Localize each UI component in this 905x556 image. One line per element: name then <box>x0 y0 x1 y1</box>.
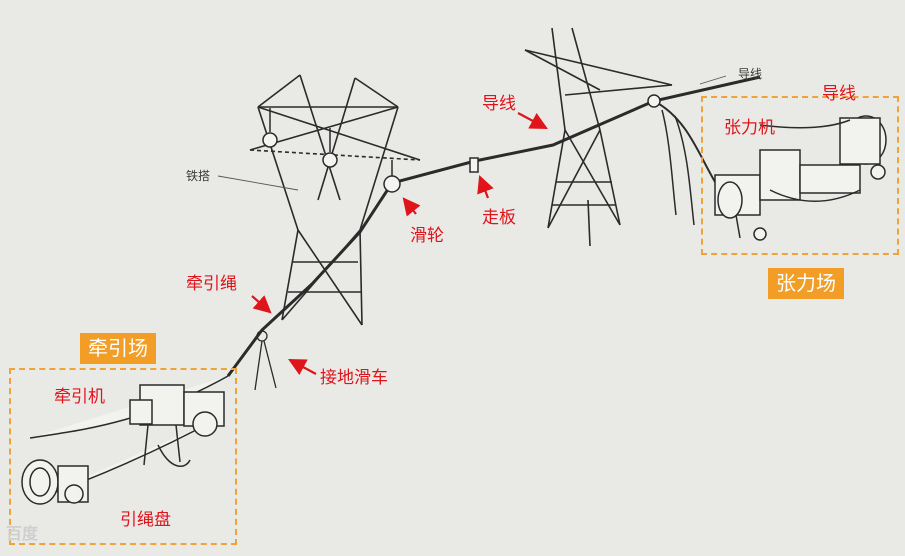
tension-machine-drawing <box>714 115 887 241</box>
watermark: 百度 <box>6 524 39 543</box>
arrow-walking-board <box>477 174 494 199</box>
label-tension-machine: 张力机 <box>724 118 775 138</box>
pulling-machine-drawing <box>21 375 229 505</box>
label-rope-reel: 引绳盘 <box>120 510 171 530</box>
label-pulling-rope: 牵引绳 <box>186 274 237 294</box>
label-tension-conductor: 导线 <box>822 84 856 104</box>
label-pulley: 滑轮 <box>410 226 444 246</box>
tension-site-box <box>701 96 899 255</box>
insulator-pulley-right <box>647 94 661 108</box>
leader-lines <box>217 75 727 191</box>
red-arrows <box>251 112 548 376</box>
tower-right <box>524 27 673 247</box>
tower-left <box>249 74 421 326</box>
ground-pulley-shape <box>254 330 277 391</box>
label-tower: 铁搭 <box>186 169 211 183</box>
badge-tension-site: 张力场 <box>768 268 844 299</box>
arrow-pulley <box>402 197 421 217</box>
arrow-conductor <box>517 112 548 130</box>
arrow-pulling-rope <box>251 295 272 314</box>
walking-board-shape <box>469 157 479 173</box>
label-walking-board: 走板 <box>482 208 516 228</box>
label-conductor-top: 导线 <box>738 67 763 81</box>
insulator-pulleys-left <box>262 108 401 193</box>
arrow-ground-pulley <box>288 358 317 376</box>
pulling-site-box <box>9 368 237 545</box>
label-conductor: 导线 <box>482 94 516 114</box>
label-pulling-machine: 牵引机 <box>54 387 105 407</box>
badge-pulling-site: 牵引场 <box>80 333 156 364</box>
label-ground-pulley: 接地滑车 <box>320 368 388 388</box>
